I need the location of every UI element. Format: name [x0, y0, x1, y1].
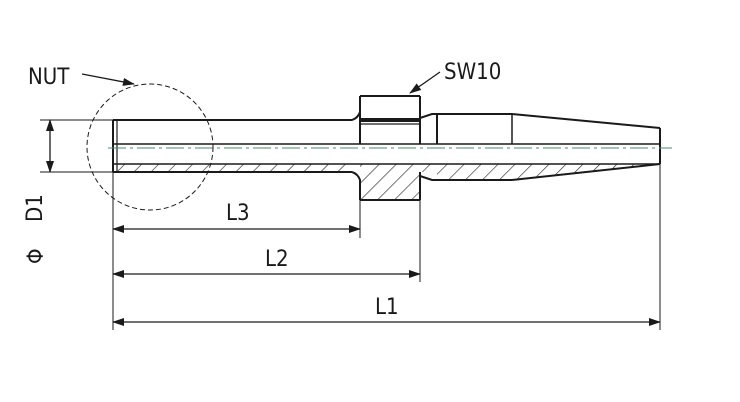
nut-label: NUT [28, 65, 70, 90]
l3-label: L3 [226, 201, 250, 226]
fitting-upper-outline [112, 95, 661, 172]
diameter-symbol: Φ [24, 248, 49, 264]
d1-label: D1 [23, 194, 48, 222]
nut-leader [81, 73, 135, 86]
fitting-section-hatched [113, 163, 661, 201]
d1-dimension [40, 119, 113, 173]
sw10-leader [409, 71, 441, 94]
l1-label: L1 [375, 295, 399, 320]
sw10-label: SW10 [444, 60, 501, 85]
nut-detail-circle [86, 83, 214, 211]
l2-label: L2 [265, 247, 289, 272]
